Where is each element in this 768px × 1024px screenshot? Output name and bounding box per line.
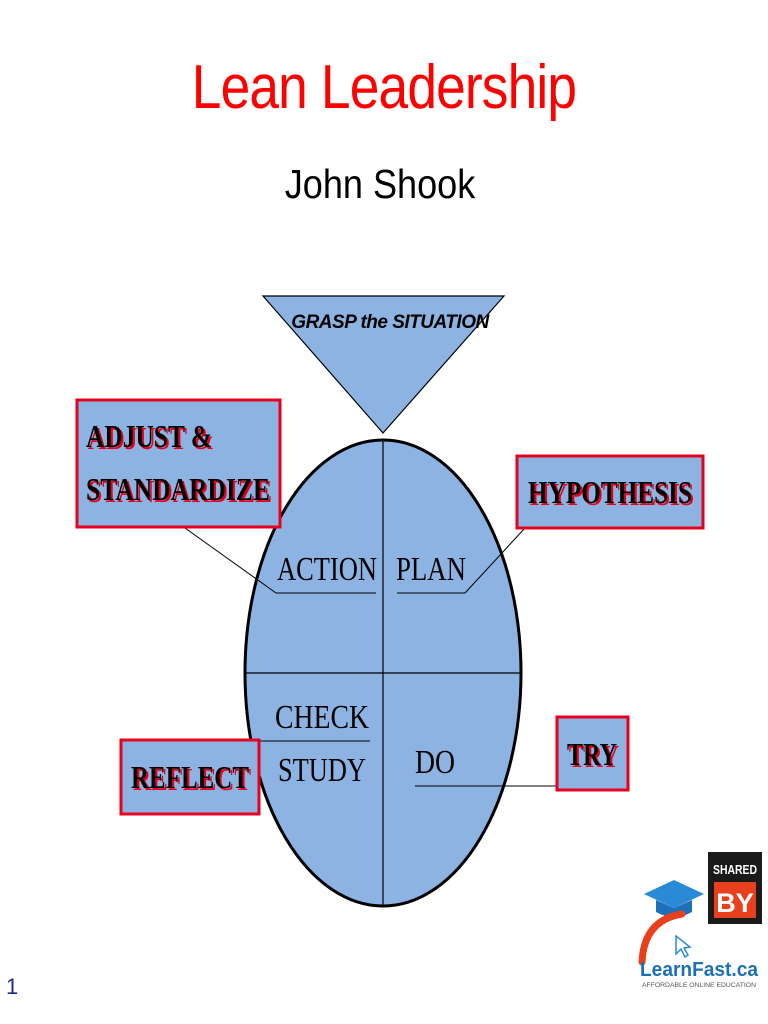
quadrant-action-label: ACTION — [277, 551, 377, 588]
quadrant-plan-label: PLAN — [396, 551, 466, 588]
hypothesis-box — [515, 454, 705, 530]
shared-label: SHARED — [713, 862, 757, 877]
grasp-label: GRASP the SITUATION — [291, 312, 490, 333]
cursor-icon — [675, 934, 692, 959]
brand-tagline: AFFORDABLE ONLINE EDUCATION — [642, 982, 756, 989]
hypothesis-label: HYPOTHESIS — [528, 474, 692, 510]
adjust-standardize-box — [75, 398, 282, 529]
adjust-label-line1: ADJUST & — [86, 418, 212, 454]
graduation-cap-icon — [644, 880, 704, 917]
try-box — [555, 715, 630, 792]
orange-arc — [638, 910, 686, 966]
adjust-leader-line — [184, 527, 277, 594]
slide-subtitle: John Shook — [284, 161, 476, 207]
try-label: TRY — [567, 736, 617, 772]
hypothesis-leader-line — [464, 527, 526, 594]
page-number: 1 — [6, 974, 19, 999]
by-badge — [714, 882, 756, 918]
reflect-box — [119, 738, 261, 816]
learnfast-logo: SHARED BY LearnFast.ca AFFORDABLE ONLINE… — [638, 852, 762, 989]
by-label: BY — [716, 888, 754, 918]
grasp-triangle — [261, 295, 506, 434]
quadrant-study-label: STUDY — [278, 752, 366, 789]
slide-title: Lean Leadership — [191, 53, 577, 122]
adjust-label-line2: STANDARDIZE — [86, 471, 270, 507]
brand-name: LearnFast.ca — [640, 959, 759, 981]
reflect-label: REFLECT — [131, 759, 249, 795]
quadrant-check-label: CHECK — [275, 699, 369, 736]
quadrant-do-label: DO — [415, 744, 455, 781]
